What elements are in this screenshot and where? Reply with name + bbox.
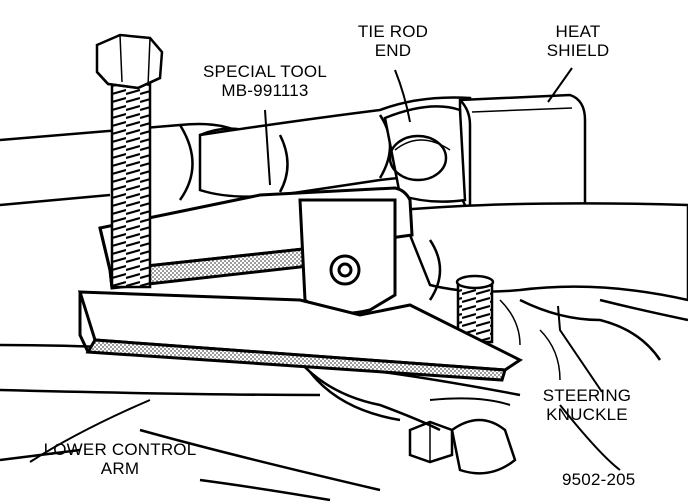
leader-figure-number bbox=[559, 404, 621, 471]
leader-heat-shield bbox=[547, 67, 573, 103]
label-heat-shield-line1: HEAT bbox=[555, 22, 601, 41]
label-tie-rod-end-line2: END bbox=[374, 41, 412, 60]
label-tie-rod-end-line1: TIE ROD bbox=[357, 22, 429, 41]
label-heat-shield-line2: SHIELD bbox=[546, 41, 610, 60]
figure-number: 9502-205 bbox=[562, 470, 636, 489]
label-tie-rod-end: TIE ROD END bbox=[348, 22, 438, 60]
label-special-tool-line1: SPECIAL TOOL bbox=[203, 62, 327, 81]
label-steering-knuckle: STEERING KNUCKLE bbox=[532, 386, 642, 424]
leader-steering-knuckle-2 bbox=[429, 397, 511, 406]
heat-shield bbox=[458, 93, 587, 217]
label-lower-control-arm: LOWER CONTROL ARM bbox=[20, 440, 220, 478]
label-special-tool: SPECIAL TOOL MB-991113 bbox=[190, 62, 340, 100]
label-steering-knuckle-line1: STEERING bbox=[542, 386, 632, 405]
leader-special-tool bbox=[264, 109, 271, 186]
leader-steering-knuckle bbox=[557, 305, 603, 393]
label-heat-shield: HEAT SHIELD bbox=[538, 22, 618, 60]
label-special-tool-line2: MB-991113 bbox=[221, 81, 309, 100]
label-lower-control-arm-line1: LOWER CONTROL bbox=[43, 440, 197, 459]
label-lower-control-arm-line2: ARM bbox=[100, 459, 140, 478]
forcing-screw bbox=[95, 33, 164, 289]
leader-lines bbox=[29, 67, 621, 471]
tie-rod-end-body bbox=[383, 105, 467, 203]
label-steering-knuckle-line2: KNUCKLE bbox=[546, 405, 628, 424]
special-tool bbox=[77, 186, 523, 382]
lower-control-arm-shape bbox=[0, 343, 521, 502]
leader-tie-rod-end bbox=[394, 69, 411, 123]
leader-lower-control-arm bbox=[29, 399, 151, 463]
